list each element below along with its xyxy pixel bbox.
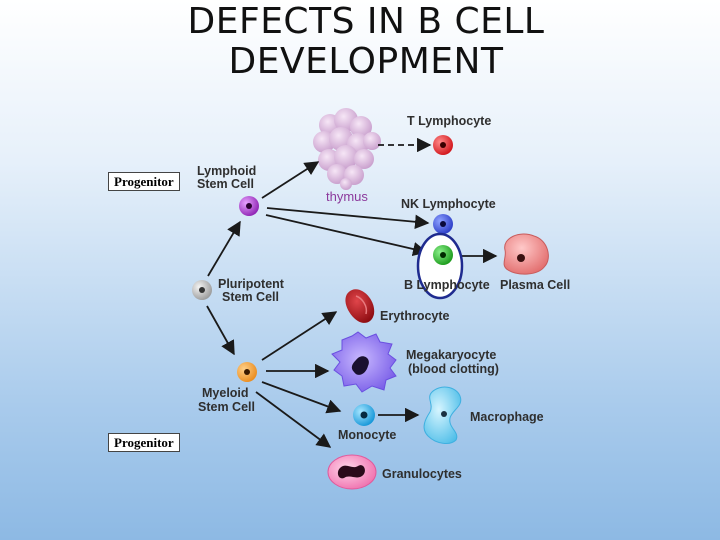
label-b-lymphocyte: B Lymphocyte: [404, 278, 490, 292]
granulocyte-cell: [327, 454, 377, 490]
myeloid-stem-cell: [237, 362, 257, 382]
erythrocyte-cell: [345, 289, 375, 323]
slide-title: DEFECTS IN B CELL DEVELOPMENT: [0, 2, 720, 82]
label-megakaryocyte-line-1: Megakaryocyte: [406, 348, 496, 362]
nk-lymphocyte-cell: [433, 214, 453, 234]
progenitor-box-top: Progenitor: [108, 172, 180, 191]
arrow-lymphoid-to-thymus: [261, 161, 320, 199]
label-granulocytes: Granulocytes: [382, 467, 462, 481]
monocyte-cell: [353, 404, 375, 426]
title-line-1: DEFECTS IN B CELL: [187, 1, 545, 42]
label-myeloid-line-1: Myeloid: [202, 386, 249, 400]
arrow-myeloid-to-monocyte: [261, 381, 342, 414]
thymus-organ: [313, 108, 381, 190]
label-myeloid-line-2: Stem Cell: [198, 400, 255, 414]
megakaryocyte-cell: [331, 331, 397, 393]
b-lymphocyte-cell: [416, 232, 464, 300]
label-lymphoid-line-1: Lymphoid: [197, 164, 256, 178]
label-pluripotent-line-2: Stem Cell: [222, 290, 279, 304]
label-plasma-cell: Plasma Cell: [500, 278, 570, 292]
label-macrophage: Macrophage: [470, 410, 544, 424]
arrow-myeloid-to-erythrocyte: [261, 311, 338, 361]
label-t-lymphocyte: T Lymphocyte: [407, 114, 491, 128]
arrow-pluripotent-to-myeloid: [206, 305, 235, 356]
label-nk-lymphocyte: NK Lymphocyte: [401, 197, 496, 211]
label-thymus: thymus: [326, 189, 368, 204]
progenitor-box-bottom: Progenitor: [108, 433, 180, 452]
label-lymphoid-line-2: Stem Cell: [197, 177, 254, 191]
arrow-lymphoid-to-b: [265, 214, 428, 257]
lymphoid-stem-cell: [239, 196, 259, 216]
label-megakaryocyte-line-2: (blood clotting): [408, 362, 499, 376]
t-lymphocyte-cell: [433, 135, 453, 155]
macrophage-cell: [423, 386, 462, 444]
label-erythrocyte: Erythrocyte: [380, 309, 450, 323]
arrows: [206, 137, 498, 448]
arrow-pluripotent-to-lymphoid: [207, 220, 241, 277]
label-monocyte: Monocyte: [338, 428, 396, 442]
pluripotent-stem-cell: [192, 280, 212, 300]
arrow-myeloid-to-granulocyte: [255, 391, 332, 448]
label-pluripotent-line-1: Pluripotent: [218, 277, 285, 291]
title-line-2: DEVELOPMENT: [228, 41, 504, 82]
plasma-cell: [503, 233, 549, 275]
arrow-lymphoid-to-nk: [266, 207, 430, 229]
